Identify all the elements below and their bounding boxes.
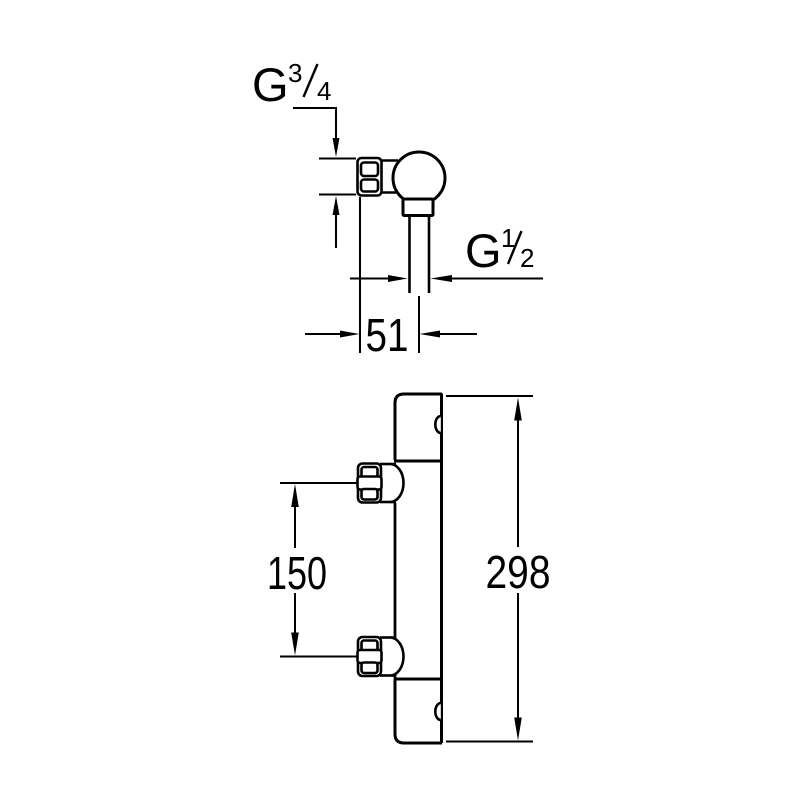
arrowhead-up-icon (291, 484, 299, 507)
thread-outlet-numerator: 1 (501, 223, 515, 253)
arrowhead-left-icon (419, 330, 440, 338)
arrowhead-down-icon (332, 138, 340, 157)
arrowhead-left-icon (430, 275, 452, 282)
wall-mount-hole-top (434, 414, 442, 435)
upper-union (356, 462, 405, 504)
dimension-150: 150 (267, 482, 357, 658)
wall-mount-hole-bottom (434, 701, 442, 722)
dim-51-value: 51 (366, 309, 409, 361)
fraction-slash (506, 230, 523, 265)
top-view: G 3 4 G 1 2 (252, 58, 543, 361)
union-nut-facet-bottom (359, 178, 380, 193)
dimension-298: 298 (446, 395, 551, 743)
dim-298-value: 298 (486, 546, 551, 598)
thread-top-denominator: 4 (317, 76, 331, 106)
union-nut-facet-bottom (360, 661, 379, 675)
arrowhead-down-icon (291, 632, 299, 656)
dimension-g12: G 1 2 (350, 223, 543, 282)
lower-union (356, 635, 405, 678)
outlet-collar (401, 197, 435, 217)
dimension-g34: G 3 4 (252, 58, 356, 248)
union-dome (389, 462, 405, 504)
arrowhead-down-icon (514, 717, 522, 741)
union-nut-facet-top (359, 161, 380, 178)
union-nut-facet-bottom (360, 487, 379, 501)
drawing-root: G 3 4 G 1 2 (252, 58, 551, 745)
thread-top-letter: G (252, 58, 289, 111)
top-cap-outline (393, 392, 442, 460)
supply-union-side-view (356, 150, 447, 293)
fraction-slash (302, 63, 319, 98)
union-dome (389, 636, 405, 677)
front-view: 150 298 (267, 392, 551, 745)
arrowhead-right-icon (340, 330, 360, 338)
thread-top-numerator: 3 (288, 58, 302, 88)
dim-150-value: 150 (267, 547, 327, 599)
arrowhead-up-icon (514, 397, 522, 421)
thread-outlet-letter: G (465, 224, 502, 277)
arrowhead-up-icon (332, 196, 340, 215)
union-body-circle (391, 150, 447, 206)
thread-outlet-denominator: 2 (520, 243, 534, 273)
arrowhead-right-icon (388, 275, 408, 282)
dimension-51: 51 (305, 197, 477, 361)
bottom-cap-outline (393, 680, 442, 745)
union-nut-facet-middle (356, 648, 383, 665)
mixer-bar-body (393, 392, 443, 745)
union-nut-facet-middle (356, 475, 383, 491)
